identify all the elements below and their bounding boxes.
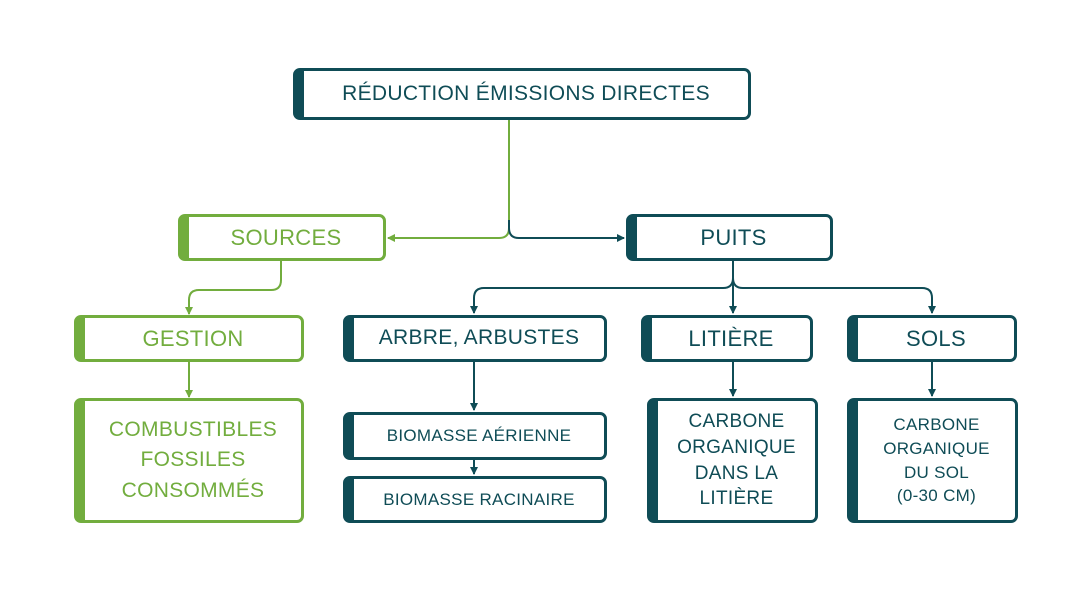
node-biomasse-aerienne: BIOMASSE AÉRIENNE	[343, 412, 607, 460]
node-puits-label: PUITS	[700, 224, 767, 250]
connector-root-sources	[387, 119, 510, 242]
node-arbre-label: ARBRE, ARBUSTES	[378, 326, 580, 350]
node-root-label: RÉDUCTION ÉMISSIONS DIRECTES	[342, 81, 710, 105]
node-biomasse-aerienne-label: BIOMASSE AÉRIENNE	[386, 426, 572, 446]
node-combustibles: COMBUSTIBLES FOSSILES CONSOMMÉS	[74, 398, 304, 523]
node-arbre: ARBRE, ARBUSTES	[343, 315, 607, 362]
node-puits: PUITS	[626, 214, 833, 261]
node-sources-label: SOURCES	[230, 224, 342, 250]
node-sols-label: SOLS	[906, 325, 966, 351]
connector-sources-gestion	[185, 261, 282, 315]
node-sources: SOURCES	[178, 214, 386, 261]
node-biomasse-racinaire-label: BIOMASSE RACINAIRE	[383, 489, 575, 509]
node-root: RÉDUCTION ÉMISSIONS DIRECTES	[293, 68, 751, 120]
node-carbone-litiere: CARBONE ORGANIQUE DANS LA LITIÈRE	[647, 398, 818, 523]
node-biomasse-racinaire: BIOMASSE RACINAIRE	[343, 476, 607, 523]
node-carbone-litiere-label: CARBONE ORGANIQUE DANS LA LITIÈRE	[677, 411, 796, 510]
node-carbone-sol-label: CARBONE ORGANIQUE DU SOL (0-30 CM)	[883, 414, 990, 506]
node-sols: SOLS	[847, 315, 1017, 362]
node-litiere: LITIÈRE	[641, 315, 813, 362]
connector-puits-arbre	[470, 261, 734, 314]
connector-puits-sols	[732, 277, 936, 314]
node-gestion: GESTION	[74, 315, 304, 362]
node-litiere-label: LITIÈRE	[688, 325, 774, 351]
node-gestion-label: GESTION	[142, 325, 244, 351]
connector-root-puits	[508, 220, 625, 242]
node-combustibles-label: COMBUSTIBLES FOSSILES CONSOMMÉS	[108, 417, 278, 502]
node-carbone-sol: CARBONE ORGANIQUE DU SOL (0-30 CM)	[847, 398, 1018, 523]
